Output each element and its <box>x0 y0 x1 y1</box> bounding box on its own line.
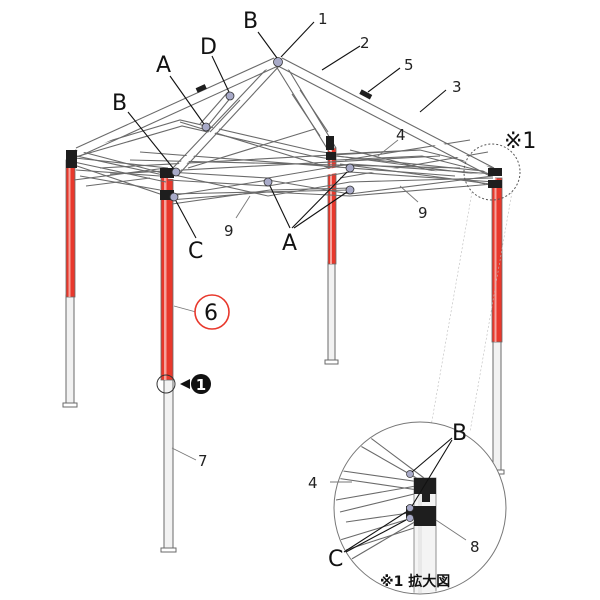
label-b-left: B <box>112 91 127 116</box>
label-a-bottom: A <box>282 231 297 256</box>
label-ref-1: ※1 <box>504 129 536 154</box>
detail-enlarged-view <box>330 421 507 595</box>
detail-label-8: 8 <box>470 538 480 556</box>
detail-label-4: 4 <box>308 474 318 492</box>
leader-lines <box>127 21 447 461</box>
label-2: 2 <box>360 34 370 52</box>
label-3: 3 <box>452 78 462 96</box>
detail-label-b: B <box>452 421 467 446</box>
label-9-right: 9 <box>418 204 428 222</box>
label-7: 7 <box>198 452 208 470</box>
detail-label-c: C <box>328 547 343 572</box>
label-4: 4 <box>396 126 406 144</box>
callout-arrow <box>180 379 190 389</box>
leg-joint-circle <box>156 374 176 394</box>
corner-brackets <box>66 150 502 200</box>
label-b-top: B <box>243 9 258 34</box>
label-a-left: A <box>156 53 171 78</box>
leg-upper-tubes <box>65 147 503 381</box>
scissor-truss-frame <box>71 119 496 205</box>
detail-reference-circle <box>463 143 521 201</box>
label-1: 1 <box>318 10 328 28</box>
circled-one-badge <box>191 374 211 394</box>
leg-lower-tubes <box>62 261 505 553</box>
roof-rafters <box>75 57 495 177</box>
highlight-circle-6 <box>194 294 230 330</box>
label-6: 6 <box>204 301 218 326</box>
label-9-left: 9 <box>224 222 234 240</box>
detail-caption: ※1 拡大図 <box>380 573 450 590</box>
label-d: D <box>200 35 217 60</box>
label-5: 5 <box>404 56 414 74</box>
label-c-left: C <box>188 239 203 264</box>
joint-dots <box>169 57 355 202</box>
circled-one-text: 1 <box>196 376 206 394</box>
